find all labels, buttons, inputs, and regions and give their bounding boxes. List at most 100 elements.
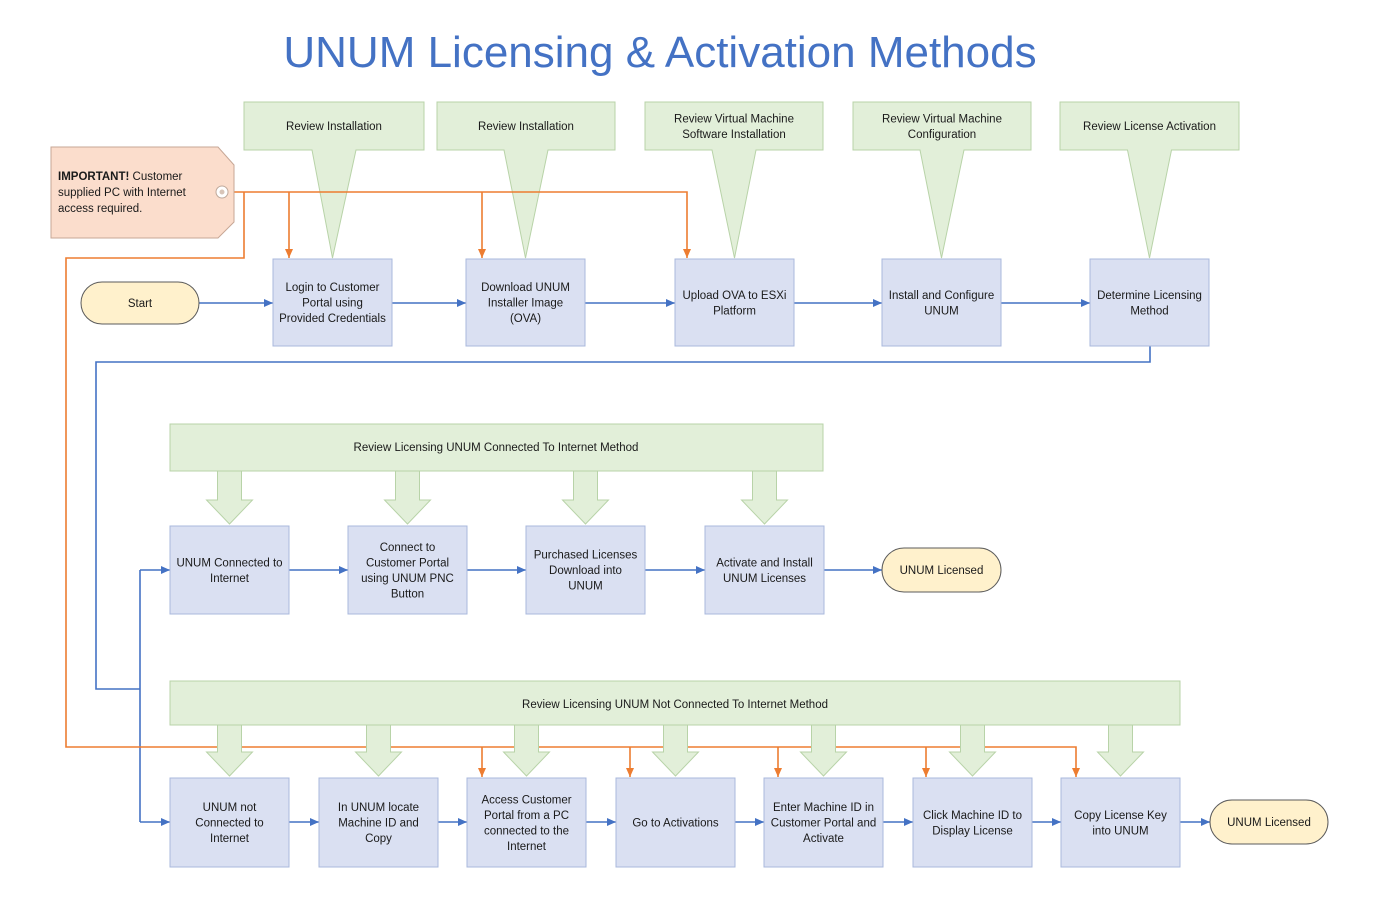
- row3-end-terminal: UNUM Licensed: [1209, 799, 1329, 845]
- orange-to-upload: [234, 191, 691, 258]
- row3-down-arrow-7: [1096, 724, 1145, 777]
- row3-step-7-shape: [1060, 777, 1181, 868]
- row2-end-terminal: UNUM Licensed: [881, 547, 1002, 593]
- row3-down-arrow-4: [651, 724, 700, 777]
- row3-down-arrow-3: [502, 724, 551, 777]
- row3-step-4-label: Go to Activations: [632, 818, 719, 830]
- row3-step-1-shape: [169, 777, 290, 868]
- callout-2: Review Installation: [436, 101, 616, 259]
- important-note: IMPORTANT! Customer supplied PC with Inte…: [50, 146, 235, 239]
- callout-1-shape: [243, 101, 425, 259]
- row2-step-3-shape: [525, 525, 646, 615]
- row2-step-4-shape: [704, 525, 825, 615]
- callout-5-shape: [1059, 101, 1240, 259]
- row2-end-terminal-label: UNUM Licensed: [900, 565, 984, 577]
- row3-down-arrow-5: [799, 724, 848, 777]
- callout-3-shape: [644, 101, 824, 259]
- note-tag-dot-icon: [219, 189, 225, 195]
- page-title: UNUM Licensing & Activation Methods: [283, 28, 1037, 77]
- callout-2-label: Review Installation: [478, 121, 574, 133]
- row2-down-arrow-4: [740, 470, 789, 525]
- callout-5: Review License Activation: [1059, 101, 1240, 259]
- row3-step-3-shape: [466, 777, 587, 868]
- row2-banner-label: Review Licensing UNUM Connected To Inter…: [354, 442, 639, 454]
- row3-down-arrow-2: [354, 724, 403, 777]
- row3-step-2-shape: [318, 777, 439, 868]
- note-line-3: access required.: [58, 203, 142, 215]
- orange-trunk-to-copy-key: [65, 192, 1080, 777]
- row3-step-6-shape: [912, 777, 1033, 868]
- row3-step-4-shape: [615, 777, 736, 868]
- row2-step-2-shape: [347, 525, 468, 615]
- row1-step-2-shape: [465, 258, 586, 347]
- start-terminal-shape: [80, 281, 200, 325]
- note-line-2: supplied PC with Internet: [58, 187, 187, 199]
- row2-down-arrow-1: [205, 470, 254, 525]
- important-note-shape: [50, 146, 235, 239]
- row3-step-4: Go to Activations: [615, 777, 736, 868]
- row3-banner: Review Licensing UNUM Not Connected To I…: [169, 680, 1181, 726]
- row1-step-4-shape: [881, 258, 1002, 347]
- start-terminal: Start: [80, 281, 200, 325]
- row2-banner: Review Licensing UNUM Connected To Inter…: [169, 423, 824, 472]
- callout-1-label: Review Installation: [286, 121, 382, 133]
- row3-banner-label: Review Licensing UNUM Not Connected To I…: [522, 699, 828, 711]
- callout-4-shape: [852, 101, 1032, 259]
- row3-down-arrow-6: [948, 724, 997, 777]
- start-terminal-label: Start: [128, 298, 153, 310]
- branch-trunk: [95, 346, 1151, 690]
- row1-step-3-shape: [674, 258, 795, 347]
- row2-down-arrow-2: [383, 470, 432, 525]
- row3-step-5-shape: [763, 777, 884, 868]
- note-line-1: IMPORTANT! Customer: [58, 171, 183, 183]
- row3-down-arrow-1: [205, 724, 254, 777]
- row3-end-terminal-shape: [1209, 799, 1329, 845]
- row2-step-1-shape: [169, 525, 290, 615]
- row3-end-terminal-label: UNUM Licensed: [1227, 817, 1311, 829]
- row2-end-terminal-shape: [881, 547, 1002, 593]
- row3-banner-shape: [169, 680, 1181, 726]
- row1-step-1-shape: [272, 258, 393, 347]
- row2-down-arrow-3: [561, 470, 610, 525]
- row2-banner-shape: [169, 423, 824, 472]
- callout-5-label: Review License Activation: [1083, 121, 1216, 133]
- callout-2-shape: [436, 101, 616, 259]
- callout-1: Review Installation: [243, 101, 425, 259]
- row1-step-5-shape: [1089, 258, 1210, 347]
